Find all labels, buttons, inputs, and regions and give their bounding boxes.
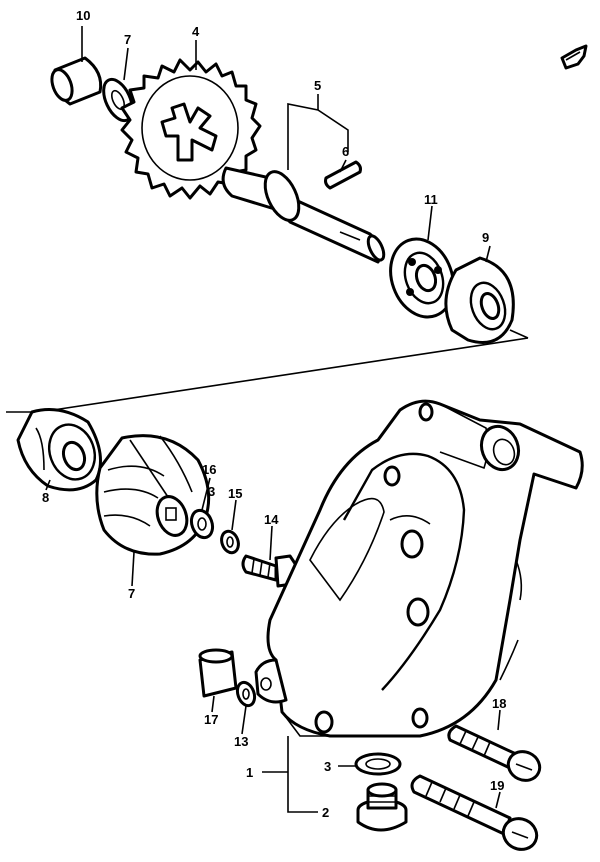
gear-part-4 [120, 58, 262, 200]
label-part-3: 3 [324, 759, 331, 774]
label-part-8: 7 [128, 586, 135, 601]
front-arrow-icon [560, 44, 588, 70]
shaft-part-5 [221, 166, 386, 264]
bolt-part-14 [241, 554, 300, 588]
gasket-part-13 [235, 680, 257, 708]
screw-part-19 [410, 774, 539, 851]
oil-seal-part-10 [444, 256, 515, 344]
seal-part-9 [16, 408, 102, 492]
label-part-19: 19 [490, 778, 504, 793]
label-part-4: 4 [192, 24, 200, 39]
label-part-3-upper: 3 [208, 484, 215, 499]
label-part-5: 5 [314, 78, 321, 93]
assembly-lines [6, 329, 529, 413]
label-part-1: 1 [246, 765, 253, 780]
screw-part-18 [447, 724, 542, 782]
bracket-part-5 [287, 94, 349, 170]
drain-bolt-part-2 [356, 782, 408, 832]
label-part-17: 17 [204, 712, 218, 727]
label-part-18: 18 [492, 696, 506, 711]
label-part-2: 2 [322, 805, 329, 820]
label-part-9: 8 [42, 490, 49, 505]
label-part-13: 13 [234, 734, 248, 749]
impeller-part-8 [95, 434, 211, 556]
label-part-7: 7 [124, 32, 131, 47]
label-part-12: 11 [424, 192, 438, 207]
dowel-part-17 [198, 648, 238, 698]
pin-part-6 [324, 160, 362, 190]
label-part-10: 9 [482, 230, 489, 245]
washer-part-15 [220, 529, 240, 555]
washer-part-16 [189, 508, 215, 540]
label-part-11: 10 [76, 8, 90, 23]
label-part-6: 6 [342, 144, 349, 159]
gasket-part-3 [354, 752, 402, 776]
part-labels: 10 7 4 5 6 11 9 8 7 16 3 15 14 17 13 1 2… [42, 8, 506, 820]
label-part-15: 15 [228, 486, 242, 501]
bushing-part-11 [50, 56, 103, 106]
bearing-part-12 [389, 237, 455, 319]
label-part-14: 14 [264, 512, 279, 527]
leader-lines [45, 26, 501, 813]
label-part-16: 16 [202, 462, 216, 477]
pump-case-part-1 [254, 399, 584, 738]
